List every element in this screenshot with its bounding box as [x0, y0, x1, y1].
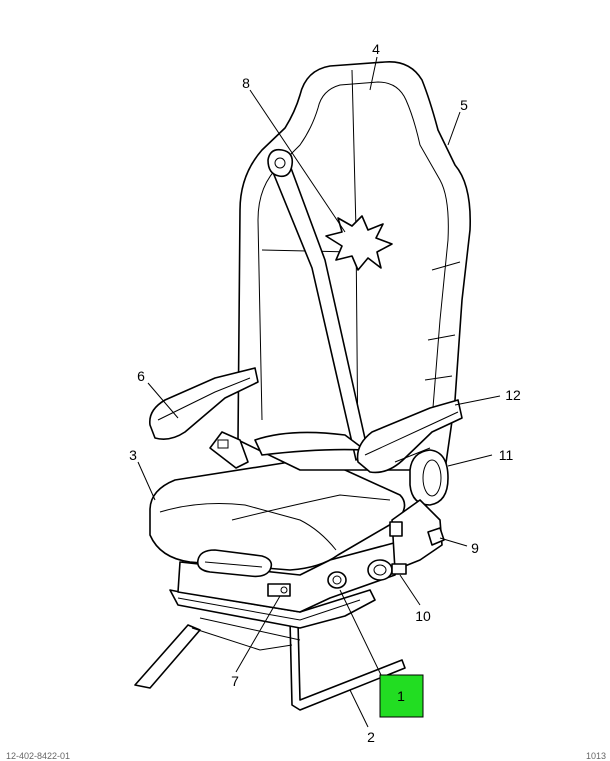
callout-8: 8 [242, 75, 250, 91]
page-code: 1013 [585, 751, 606, 761]
front-handle [196, 549, 273, 578]
recliner-housing [409, 449, 449, 506]
callout-10: 10 [415, 608, 431, 624]
lumbar-knob [427, 527, 445, 546]
fore-aft-knob [327, 571, 347, 589]
callout-4: 4 [372, 41, 380, 57]
callout-12: 12 [505, 387, 521, 403]
location-star [325, 215, 393, 271]
armrest-right [356, 399, 463, 474]
control-switch [391, 563, 407, 575]
seat-cushion [149, 460, 406, 571]
callout-2: 2 [367, 729, 375, 745]
leader-lines [137, 56, 501, 728]
seat-illustration [134, 61, 472, 711]
seat-base-housing [177, 539, 406, 613]
callout-11: 11 [499, 447, 514, 463]
callout-3: 3 [129, 447, 137, 463]
callout-labels: 4 5 8 6 12 3 11 9 10 7 1 2 [129, 41, 521, 745]
seat-belt-buckle [209, 431, 249, 469]
height-adjust-knob [367, 559, 393, 581]
callout-5: 5 [460, 97, 468, 113]
figure-id: 12-402-8422-01 [6, 751, 71, 761]
callout-7: 7 [231, 673, 239, 689]
callout-6: 6 [137, 368, 145, 384]
callout-1: 1 [397, 688, 405, 704]
base-bracket-front [289, 619, 406, 711]
side-switch [389, 521, 403, 537]
belt-guide [267, 148, 294, 178]
backrest [237, 61, 472, 471]
base-bracket-left [134, 624, 201, 689]
callout-9: 9 [471, 540, 479, 556]
callout-1-highlight [379, 674, 424, 718]
